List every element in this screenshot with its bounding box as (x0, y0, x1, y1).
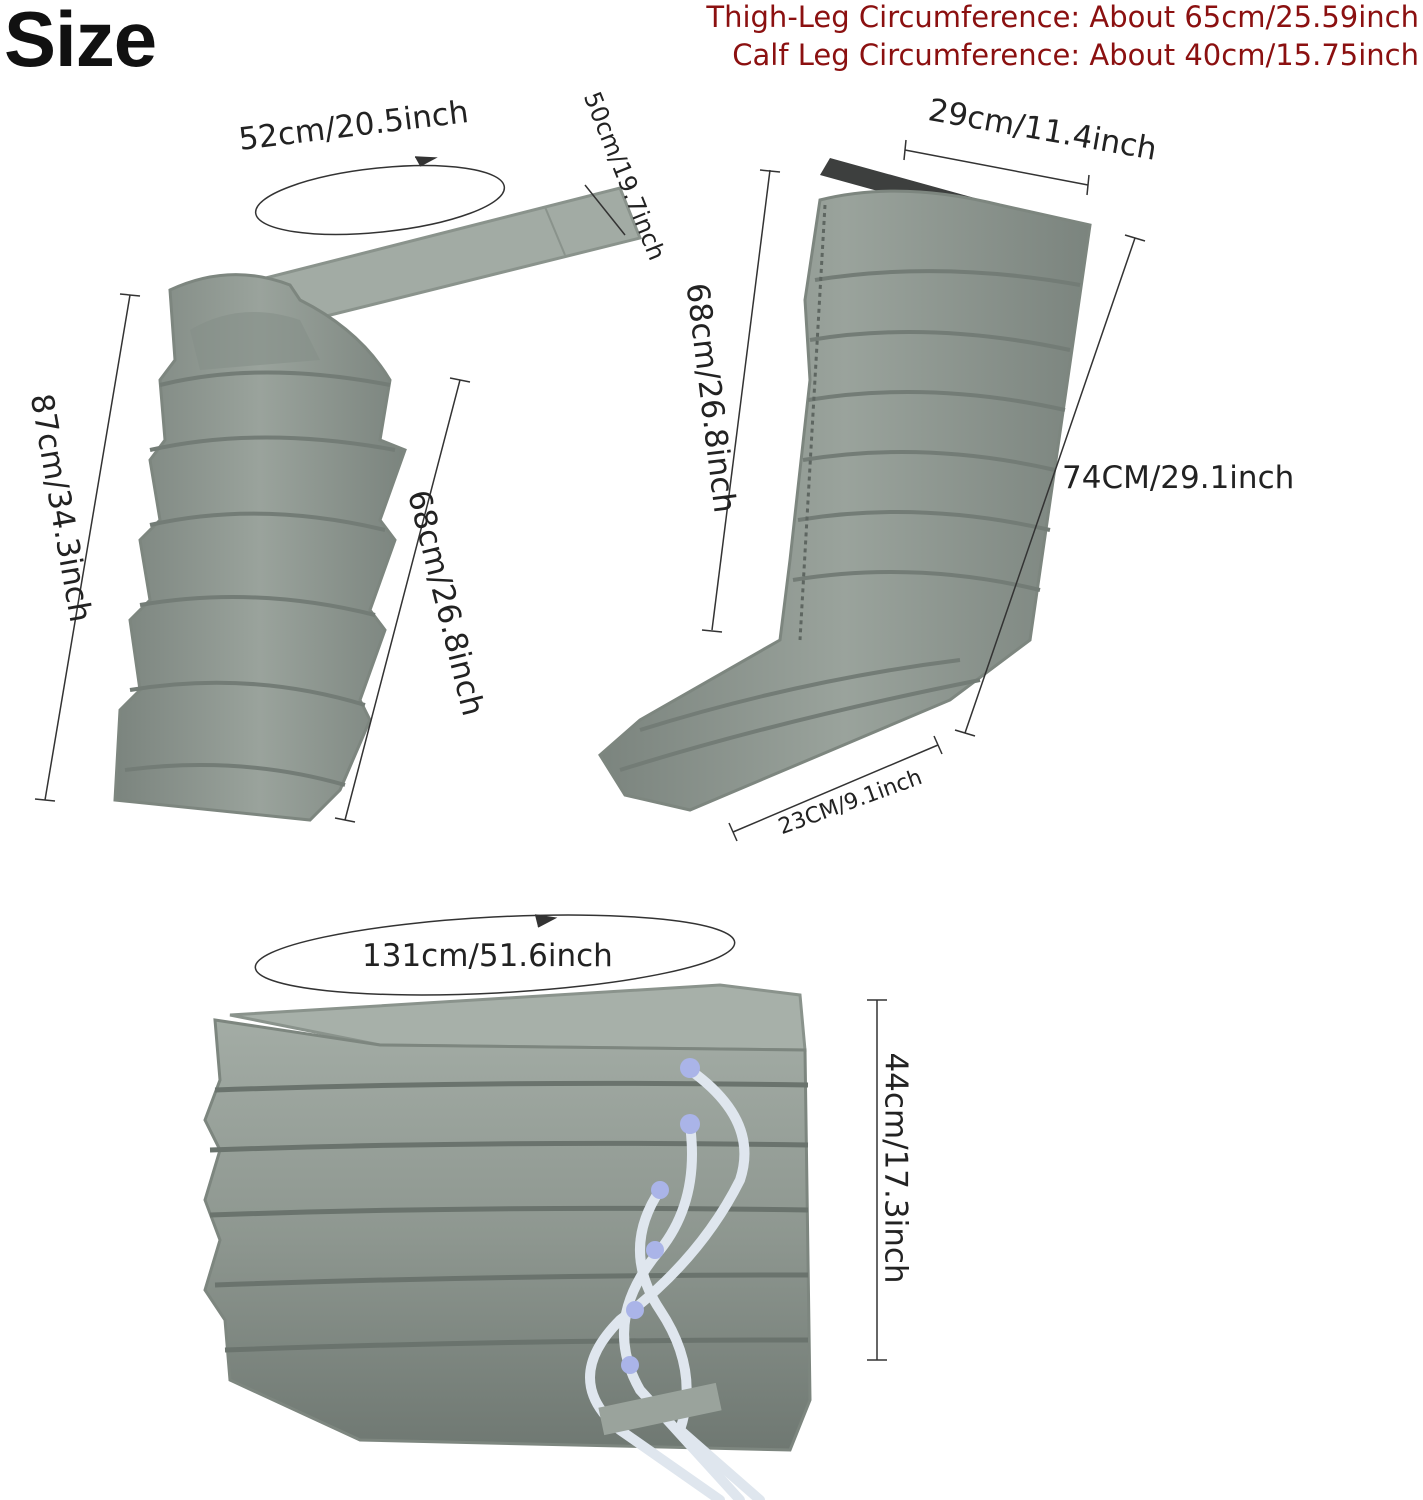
leg-boot (598, 158, 1092, 812)
waist-height-label: 44cm/17.3inch (877, 1052, 914, 1284)
tube-connectors (621, 1058, 700, 1374)
size-heading: Size (4, 0, 157, 83)
thigh-circumference-note: Thigh-Leg Circumference: About 65cm/25.5… (706, 0, 1419, 34)
measure-lines (34, 139, 1146, 1361)
boot-body (598, 189, 1092, 812)
calf-circumference-note: Calf Leg Circumference: About 40cm/15.75… (732, 38, 1419, 72)
waist-wrap (203, 983, 812, 1500)
thigh-sleeve (113, 186, 643, 822)
tube-strap (598, 1382, 722, 1436)
waist-circumference-label: 131cm/51.6inch (362, 938, 613, 974)
boot-outer-length-label: 74CM/29.1inch (1062, 460, 1295, 496)
